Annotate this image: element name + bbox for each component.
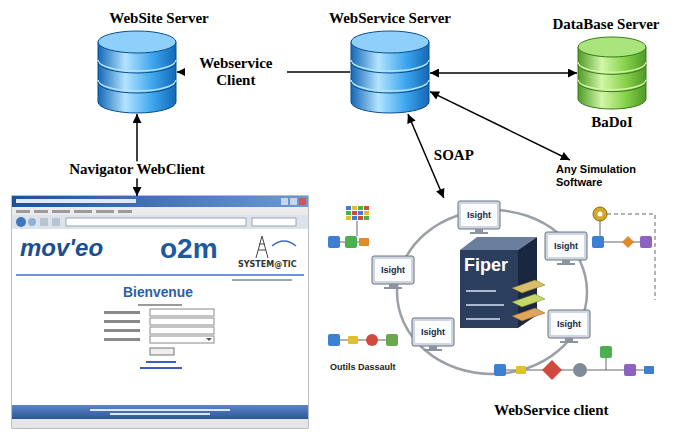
footer-text-blur	[90, 409, 230, 411]
tools-illustration: Outils DassaultWebService client	[322, 198, 662, 424]
address-bar	[66, 218, 246, 226]
integration-ring	[397, 210, 587, 374]
menu-bar	[12, 207, 308, 215]
platform-block	[460, 237, 545, 328]
software-badge: Isight	[467, 210, 491, 220]
logo-text: mov'eo	[20, 234, 103, 263]
server-cylinder: WebSite Server	[97, 30, 177, 114]
page-area	[12, 229, 308, 405]
title-blur	[16, 199, 136, 203]
connector-label: Webservice Client	[185, 55, 287, 90]
software-badge: Isight	[554, 241, 578, 251]
connector-label: SOAP	[431, 147, 477, 164]
cylinder-top	[98, 31, 176, 53]
tower-icon	[256, 236, 268, 258]
monitor-icon	[372, 256, 414, 289]
cylinder-shape	[350, 30, 430, 114]
window-button	[290, 198, 297, 205]
tool-icon	[52, 218, 60, 226]
browser-window	[12, 196, 308, 428]
form-hint-blur	[138, 304, 182, 306]
logo-text: SYSTEM@TIC	[238, 260, 297, 270]
window-button	[281, 198, 288, 205]
tool-icon	[40, 218, 48, 226]
connector-arrow	[430, 72, 577, 74]
monitor-icon	[412, 318, 454, 351]
title-bar	[12, 196, 308, 207]
logo-text: o2m	[160, 232, 218, 266]
workflow-bottom-right	[494, 346, 654, 380]
cylinder-band	[98, 62, 176, 73]
cylinder-shape	[97, 30, 177, 114]
cylinder-top	[578, 37, 646, 57]
database-name: BaDoI	[591, 113, 633, 131]
menu-items	[16, 210, 132, 213]
software-badge: Isight	[421, 327, 445, 337]
server-heading: WebSite Server	[109, 9, 209, 27]
monitor-icon	[548, 310, 590, 343]
cylinder-shape	[577, 36, 647, 110]
footer-text-blur	[110, 413, 210, 415]
server-cylinder: WebService Server	[350, 30, 430, 114]
search-bar	[252, 218, 296, 226]
monitor-icon	[458, 201, 500, 234]
server-heading: WebService Server	[329, 9, 451, 27]
browser-frame	[12, 196, 308, 428]
software-badge: Isight	[557, 319, 581, 329]
logo-swoosh	[272, 241, 296, 246]
cylinder-top	[351, 31, 429, 53]
tool-bar	[12, 215, 308, 229]
workflow-bottom-left	[328, 334, 398, 346]
connector-arrow	[136, 114, 138, 196]
browser-screenshot: mov'eo o2mSYSTEM@TIC Bienvenue	[12, 196, 308, 428]
cylinder-band	[578, 82, 646, 92]
workflow-top-right	[592, 207, 655, 300]
database-cylinder: DataBase ServerBaDoI	[577, 36, 647, 110]
cylinder-band	[351, 62, 429, 73]
status-text-blur	[232, 279, 292, 281]
platform-name: Fiper	[464, 255, 508, 276]
cylinder-band	[578, 64, 646, 74]
cylinder-band	[578, 80, 646, 90]
page-footer	[12, 405, 308, 419]
workflow-left	[328, 206, 369, 248]
software-note: Any Simulation Software	[553, 160, 653, 192]
welcome-heading: Bienvenue	[10, 284, 306, 301]
server-heading: DataBase Server	[552, 15, 659, 33]
back-button	[16, 217, 26, 227]
window-button	[299, 198, 306, 205]
banner-line	[16, 274, 304, 276]
status-bar	[12, 419, 308, 428]
cylinder-band	[98, 82, 176, 93]
monitor-icon	[545, 232, 587, 265]
note-text: Any Simulation Software	[556, 163, 650, 189]
connector-label: Navigator WebClient	[66, 161, 208, 178]
cylinder-band	[578, 62, 646, 72]
component-label: WebService client	[494, 401, 609, 419]
software-badge: Isight	[381, 265, 405, 275]
forward-button	[28, 218, 36, 226]
login-form	[104, 309, 214, 369]
cylinder-band	[351, 82, 429, 93]
caption-text: Outils Dassault	[330, 362, 396, 373]
dassault-illustration	[328, 201, 655, 380]
